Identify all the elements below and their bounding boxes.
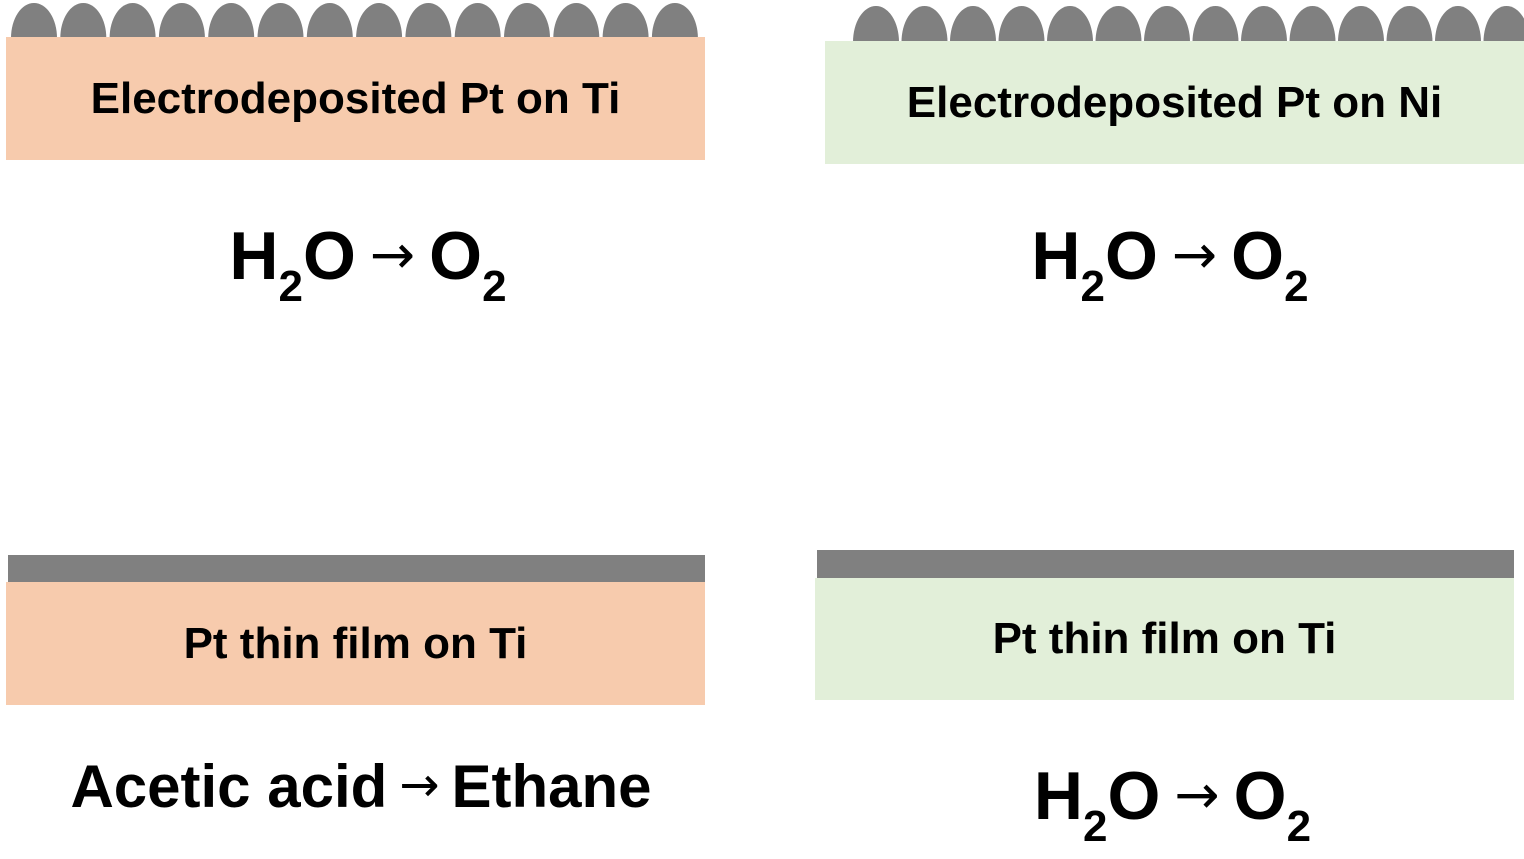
reaction-arrow: → (1171, 223, 1218, 286)
substrate-label-text: Pt thin film on Ti (992, 614, 1337, 663)
reactant-subscript: 2 (1080, 262, 1106, 311)
pt-particle (1386, 5, 1433, 42)
substrate-label-text: Electrodeposited Pt on Ti (90, 73, 621, 123)
pt-particles-layer (11, 2, 698, 39)
panel-electrodeposited-pt-on-ni: Electrodeposited Pt on Ni H2O→O2 (825, 0, 1524, 309)
substrate-label: Pt thin film on Ti (6, 582, 705, 705)
pt-particle (405, 3, 452, 39)
substrate-label-text: Pt thin film on Ti (183, 618, 528, 668)
pt-particle (454, 3, 501, 39)
product: O (1233, 758, 1287, 834)
product: Ethane (451, 753, 652, 820)
pt-particle (1192, 5, 1239, 42)
product: O (429, 218, 483, 294)
pt-particle (208, 3, 255, 39)
pt-particle (1338, 6, 1384, 42)
substrate-label: Electrodeposited Pt on Ni (825, 41, 1524, 164)
reactant-tail: O (1107, 758, 1161, 834)
reactant-subscript: 2 (1083, 802, 1108, 851)
pt-particles-layer (853, 5, 1524, 42)
reactant-subscript: 2 (278, 262, 304, 311)
product-subscript: 2 (482, 262, 507, 311)
reactant-tail: O (303, 218, 356, 294)
pt-particle (356, 3, 403, 39)
reaction-arrow: → (399, 757, 440, 813)
pt-particle (109, 2, 156, 39)
substrate-label-text: Electrodeposited Pt on Ni (906, 77, 1443, 127)
pt-particle (651, 3, 698, 39)
pt-particle (998, 6, 1045, 42)
reactant: Acetic acid (70, 753, 388, 820)
reaction-equation: H2O→O2 (6, 222, 730, 309)
substrate-label: Pt thin film on Ti (815, 578, 1514, 700)
pt-particle (853, 6, 899, 42)
panel-pt-thin-film-on-ti-acetic: Pt thin film on Ti Acetic acid→Ethane (6, 555, 706, 855)
panel-electrodeposited-pt-on-ti: Electrodeposited Pt on Ti H2O→O2 (6, 0, 706, 309)
pt-particle (504, 3, 550, 38)
product-subscript: 2 (1284, 262, 1309, 311)
reactant-tail: O (1105, 218, 1158, 294)
pt-particle (950, 6, 996, 42)
reactant: H (1033, 758, 1084, 834)
product: O (1231, 218, 1285, 294)
pt-particle (1435, 6, 1481, 42)
pt-particle (901, 5, 948, 42)
pt-particle (1047, 6, 1093, 42)
pt-thin-film-layer (8, 555, 705, 582)
pt-particle (602, 3, 649, 39)
pt-particle (1483, 6, 1524, 42)
reaction-equation: Acetic acid→Ethane (6, 757, 716, 817)
product-subscript: 2 (1286, 802, 1312, 851)
reactant: H (229, 218, 279, 294)
pt-particle (306, 3, 353, 39)
pt-particle (1095, 5, 1142, 42)
pt-particle (158, 3, 205, 39)
reaction-equation: H2O→O2 (825, 222, 1515, 309)
pt-particle (1144, 6, 1190, 42)
pt-particle (257, 3, 304, 39)
pt-thin-film-layer (817, 550, 1514, 578)
reaction-arrow: → (369, 223, 416, 286)
reactant: H (1031, 218, 1081, 294)
pt-particle (60, 3, 107, 39)
reaction-arrow: → (1174, 763, 1220, 826)
panel-pt-thin-film-on-ti-water: Pt thin film on Ti H2O→O2 (815, 550, 1515, 855)
reaction-equation: H2O→O2 (815, 762, 1524, 849)
pt-particle (11, 3, 57, 38)
pt-particle (553, 3, 600, 39)
pt-particle (1289, 5, 1336, 42)
pt-particle (1241, 6, 1287, 42)
substrate-label: Electrodeposited Pt on Ti (6, 37, 705, 160)
